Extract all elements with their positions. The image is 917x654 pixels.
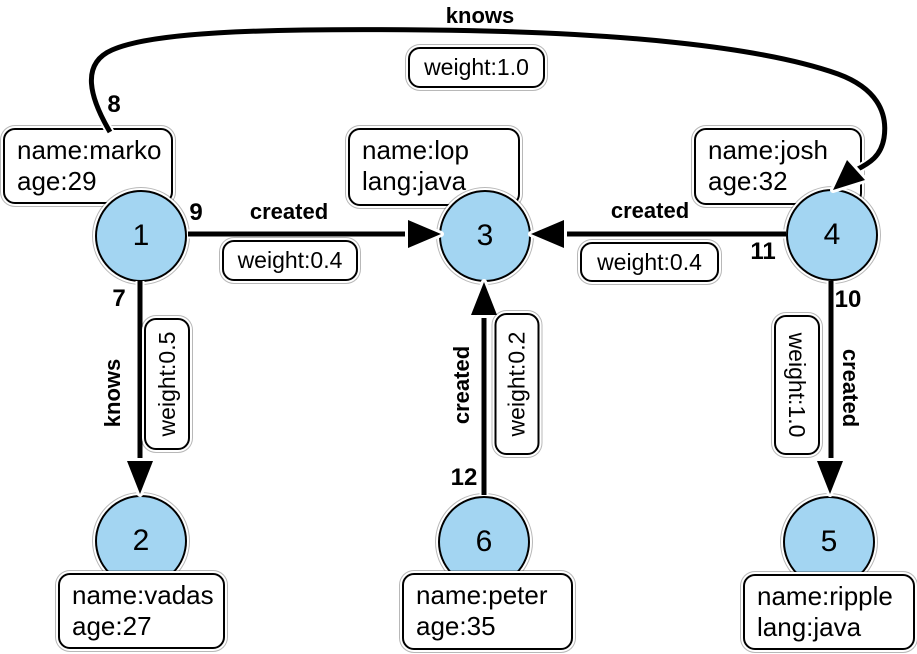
edge-9-id: 9 xyxy=(189,199,203,226)
edge-7-arrowhead xyxy=(127,461,153,494)
edge-11-label: created xyxy=(610,198,690,223)
edge-8-weight-box: weight:1.0 xyxy=(408,47,545,88)
edge-7-weight-box: weight:0.5 xyxy=(144,318,190,450)
edge-11-weight-box: weight:0.4 xyxy=(580,242,719,282)
edge-10-label: created xyxy=(838,348,863,428)
node-5-prop-name: name:ripple xyxy=(757,581,893,611)
node-5-properties-box: name:ripple lang:java xyxy=(743,574,915,650)
node-2-prop-age: age:27 xyxy=(72,611,152,641)
node-1-prop-age: age:29 xyxy=(17,166,97,196)
edge-9-created[interactable] xyxy=(188,217,444,251)
node-3-prop-name: name:lop xyxy=(362,135,469,165)
node-6-properties-box: name:peter age:35 xyxy=(402,573,573,650)
node-5-label: 5 xyxy=(820,525,838,558)
edge-9-arrowhead xyxy=(408,220,441,248)
node-4-properties-box: name:josh age:32 xyxy=(694,128,862,205)
edge-8-arrowhead xyxy=(833,160,865,190)
edge-7-knows[interactable] xyxy=(124,281,156,497)
node-5-prop-lang: lang:java xyxy=(757,612,862,642)
edge-11-id: 11 xyxy=(750,238,776,265)
edge-8-knows[interactable] xyxy=(86,25,890,193)
edge-12-weight: weight:0.2 xyxy=(503,331,530,437)
edge-12-created[interactable] xyxy=(468,279,500,495)
edge-12-weight-box: weight:0.2 xyxy=(494,313,540,455)
node-1-label: 1 xyxy=(132,219,150,252)
node-4-label: 4 xyxy=(823,218,841,251)
edge-12-id: 12 xyxy=(450,464,478,491)
node-3-prop-lang: lang:java xyxy=(362,166,467,196)
edge-10-weight-box: weight:1.0 xyxy=(774,315,820,455)
edge-10-id: 10 xyxy=(834,286,862,313)
node-1-properties-box: name:marko age:29 xyxy=(3,128,173,204)
edge-7-id: 7 xyxy=(112,285,126,312)
edge-9-label: created xyxy=(249,199,329,224)
edge-12-label: created xyxy=(449,345,474,425)
edge-8-label: knows xyxy=(445,3,515,28)
node-6-prop-age: age:35 xyxy=(416,611,496,641)
edge-11-arrowhead xyxy=(531,220,564,248)
node-2-prop-name: name:vadas xyxy=(72,580,214,610)
node-3-label: 3 xyxy=(476,219,494,252)
edge-10-created[interactable] xyxy=(814,281,846,497)
node-1-prop-name: name:marko xyxy=(17,135,162,165)
edge-11-weight: weight:0.4 xyxy=(597,248,702,275)
edge-8-id: 8 xyxy=(107,91,121,118)
node-4-prop-name: name:josh xyxy=(708,135,828,165)
node-4-prop-age: age:32 xyxy=(708,166,788,196)
edge-12-arrowhead xyxy=(471,282,497,315)
node-2-properties-box: name:vadas age:27 xyxy=(58,573,225,649)
edge-7-label: knows xyxy=(100,358,125,428)
edge-9-weight-box: weight:0.4 xyxy=(222,240,358,281)
edge-10-weight: weight:1.0 xyxy=(784,332,811,438)
edge-11-created[interactable] xyxy=(528,217,786,251)
node-2-label: 2 xyxy=(132,524,150,557)
node-6-circle[interactable]: 6 xyxy=(438,496,530,588)
node-4-circle[interactable]: 4 xyxy=(786,189,878,281)
node-6-prop-name: name:peter xyxy=(416,580,548,610)
edge-10-arrowhead xyxy=(817,461,843,494)
edge-8-weight: weight:1.0 xyxy=(424,54,529,80)
node-6-label: 6 xyxy=(475,525,493,558)
edge-9-weight: weight:0.4 xyxy=(237,247,343,273)
edge-7-weight: weight:0.5 xyxy=(153,331,180,437)
